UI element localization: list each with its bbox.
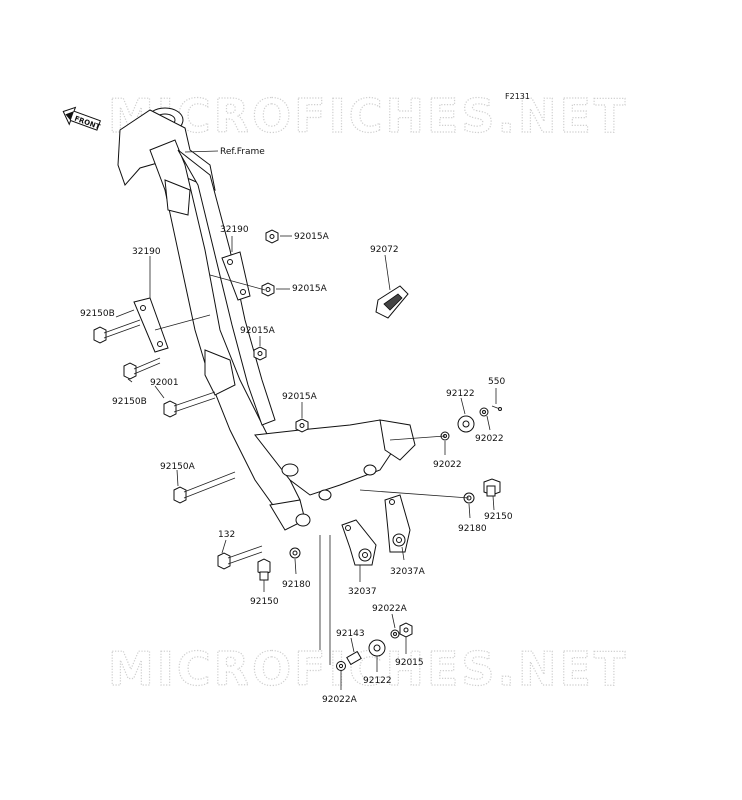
label-550: 550 xyxy=(488,377,505,387)
label-32190-top: 32190 xyxy=(220,225,249,235)
bolt-92150B-2 xyxy=(123,357,161,380)
engine-mount-plate-upper xyxy=(221,251,251,301)
nut-92015 xyxy=(399,622,413,638)
front-arrow-icon: FRONT xyxy=(62,106,101,131)
bolt-92150-right xyxy=(483,478,501,497)
label-92001: 92001 xyxy=(150,378,179,388)
label-32190-left: 32190 xyxy=(132,247,161,257)
label-92015: 92015 xyxy=(395,658,424,668)
leader-lines xyxy=(115,235,497,690)
nut-92015A-2 xyxy=(261,282,275,297)
label-132: 132 xyxy=(218,530,235,540)
nut-92015A-1 xyxy=(265,229,279,244)
label-92022A-bottom: 92022A xyxy=(322,695,358,705)
nut-92015A-4 xyxy=(295,418,309,433)
bolt-132 xyxy=(217,545,263,570)
label-92015A-2: 92015A xyxy=(292,284,328,294)
label-32037A: 32037A xyxy=(390,567,426,577)
label-92150B-2: 92150B xyxy=(112,397,147,407)
collar-92122-bottom xyxy=(368,639,386,657)
nut-92015A-3 xyxy=(253,346,267,361)
engine-mount-plate-lower xyxy=(133,297,169,353)
label-92022-right: 92022 xyxy=(475,434,504,444)
label-92015A-4: 92015A xyxy=(282,392,318,402)
bolt-92001 xyxy=(163,391,216,418)
bracket-32037A xyxy=(384,494,411,553)
label-92072: 92072 xyxy=(370,245,399,255)
clip-92072 xyxy=(375,285,409,319)
label-92015A-3: 92015A xyxy=(240,326,276,336)
spacer-92143 xyxy=(346,650,362,666)
label-92122-top: 92122 xyxy=(446,389,475,399)
label-92150-left: 92150 xyxy=(250,597,279,607)
label-92180-left: 92180 xyxy=(282,580,311,590)
label-92122-bottom: 92122 xyxy=(363,676,392,686)
label-92022A-top: 92022A xyxy=(372,604,408,614)
washer-92022A-top xyxy=(390,629,400,639)
bracket-32037 xyxy=(341,519,377,566)
label-92143: 92143 xyxy=(336,629,365,639)
ref-frame-label: Ref.Frame xyxy=(220,147,265,157)
bolt-92150-left xyxy=(257,558,271,581)
pin-550 xyxy=(491,405,502,411)
watermark-bottom: MICROFICHES.NET xyxy=(108,642,628,696)
washer-92022-right xyxy=(479,407,489,417)
label-92150-right: 92150 xyxy=(484,512,513,522)
label-92180-right: 92180 xyxy=(458,524,487,534)
washer-92022A-bottom xyxy=(336,661,346,671)
label-92150A: 92150A xyxy=(160,462,196,472)
bolt-92150B-1 xyxy=(93,319,141,344)
diagram-code: F2131 xyxy=(505,92,530,101)
bolt-92150A xyxy=(173,471,236,504)
label-92015A-1: 92015A xyxy=(294,232,330,242)
label-32037: 32037 xyxy=(348,587,377,597)
label-92150B-1: 92150B xyxy=(80,309,115,319)
watermark-top: MICROFICHES.NET xyxy=(108,89,628,143)
label-92022-mid: 92022 xyxy=(433,460,462,470)
washer-92180-left xyxy=(289,547,301,559)
collar-92122-top xyxy=(457,415,475,433)
frame-illustration xyxy=(117,107,416,531)
